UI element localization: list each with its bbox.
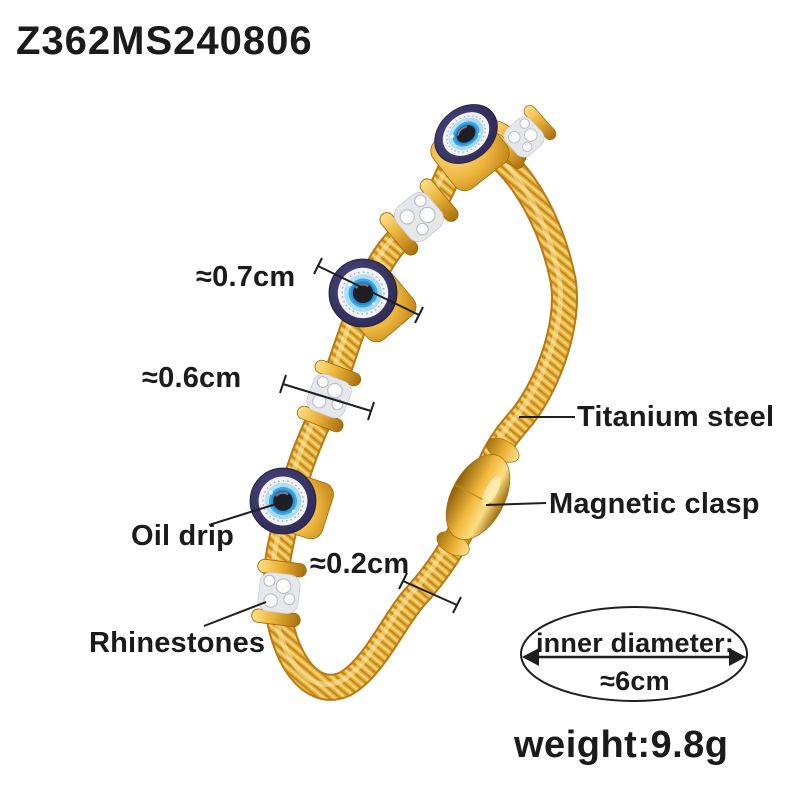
arrowhead-right-icon [729, 648, 746, 666]
callout-wire-thickness: ≈0.2cm [310, 548, 410, 580]
callout-oil-drip: Oil drip [131, 520, 235, 552]
magnetic-clasp [436, 437, 520, 557]
inner-diameter-diagram [520, 606, 748, 702]
measure-line-spacer [279, 374, 375, 421]
callout-spacer-size: ≈0.6cm [142, 362, 242, 394]
measure-line-wire [398, 572, 462, 614]
evil-eye-charm-oil-drip [248, 466, 334, 540]
rhinestone-bead-lower [250, 557, 308, 629]
callout-rhinestones: Rhinestones [89, 627, 266, 659]
product-code: Z362MS240806 [16, 19, 313, 63]
pointer-line-rhinestones [203, 601, 267, 627]
weight-text: weight:9.8g [514, 724, 729, 766]
evil-eye-charm-top [422, 91, 510, 192]
callout-material: Titanium steel [577, 401, 775, 433]
callout-charm-size: ≈0.7cm [196, 261, 296, 293]
arrowhead-left-icon [522, 648, 539, 666]
pointer-line-clasp [485, 502, 547, 506]
callout-clasp: Magnetic clasp [549, 488, 760, 520]
inner-diameter-label: inner diameter: [535, 628, 735, 658]
measure-line-charm [313, 257, 424, 324]
inner-diameter-value: ≈6cm [600, 666, 670, 696]
pointer-line-oil-drip [208, 503, 277, 526]
